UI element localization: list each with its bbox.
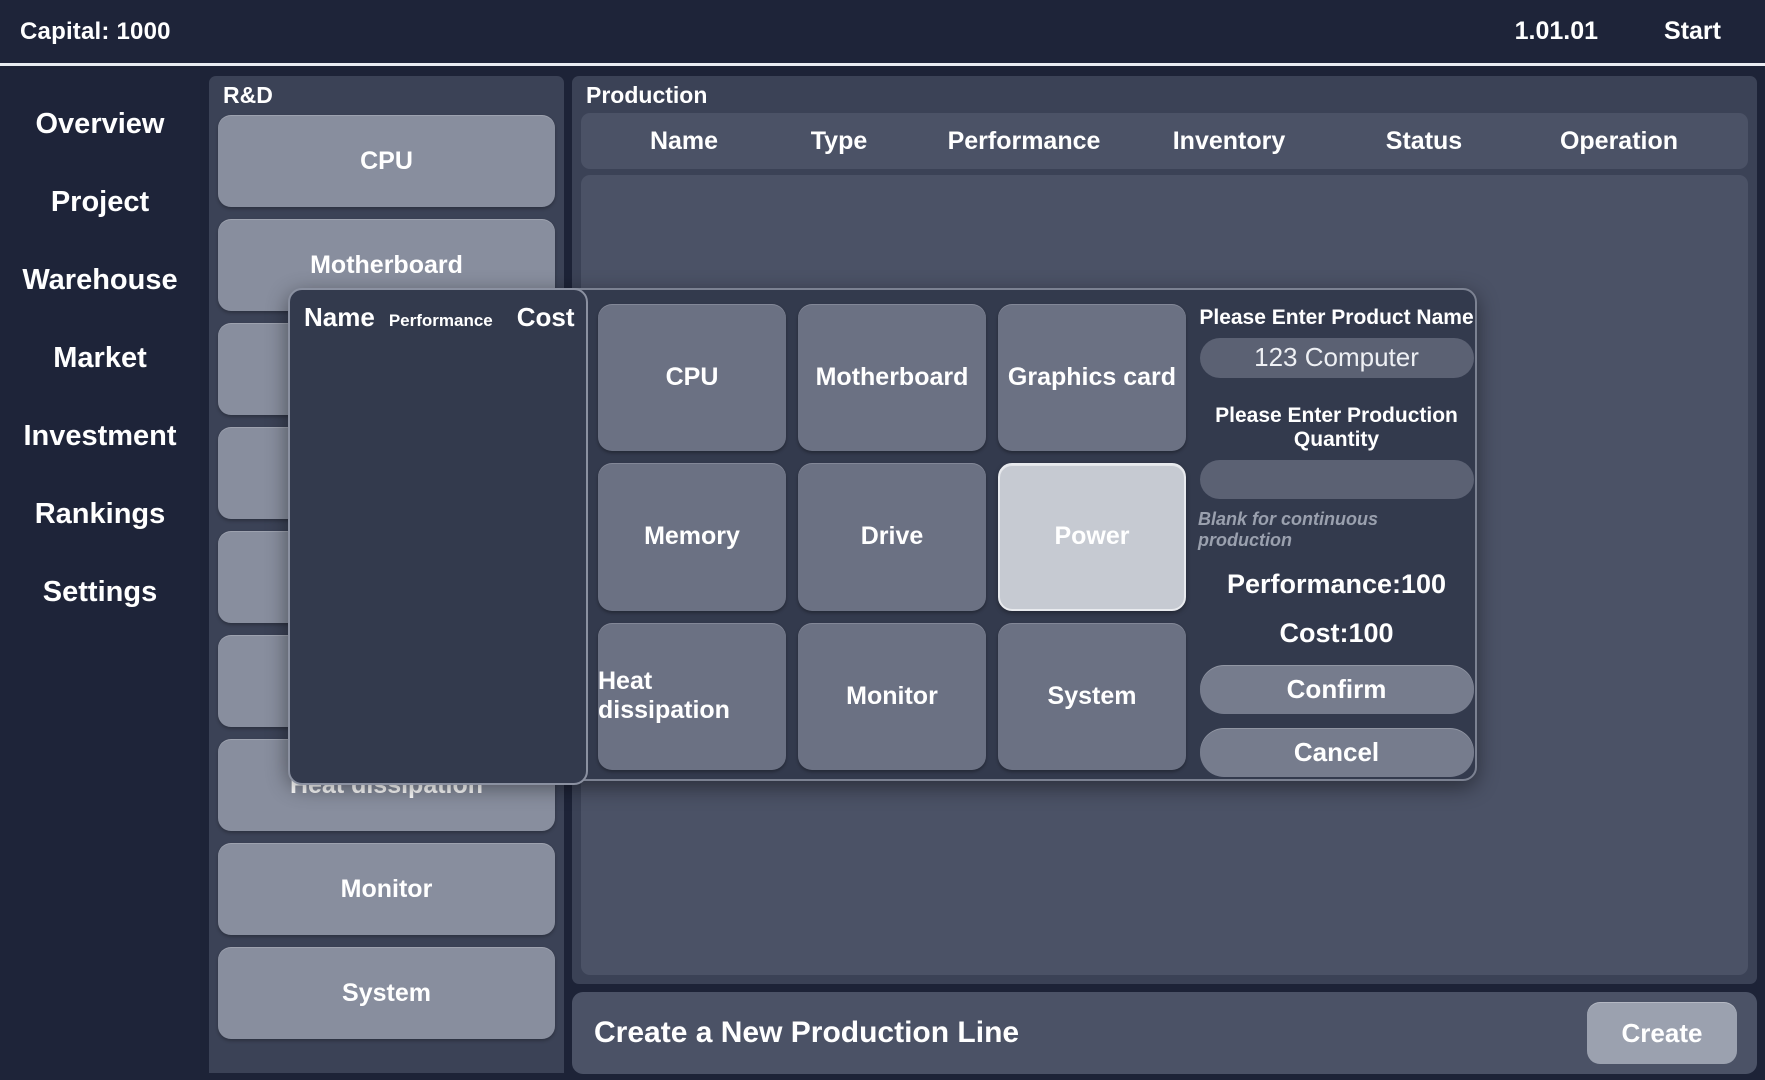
component-button-cpu[interactable]: CPU [598, 304, 786, 452]
cost-value: Cost:100 [1279, 618, 1394, 649]
sidebar-item-rankings[interactable]: Rankings [34, 497, 166, 530]
performance-value: Performance:100 [1226, 569, 1447, 600]
component-button-monitor[interactable]: Monitor [798, 622, 986, 770]
modal-col-header-performance: Performance [388, 311, 493, 330]
capital-display: Capital: 1000 [20, 17, 171, 45]
modal-component-list-panel: Name Performance Cost [288, 288, 588, 785]
sidebar-item-warehouse[interactable]: Warehouse [22, 263, 178, 296]
start-button[interactable]: Start [1664, 17, 1721, 45]
sidebar-item-investment[interactable]: Investment [23, 419, 177, 452]
create-production-line-label: Create a New Production Line [594, 1016, 1020, 1049]
sidebar: Overview Project Warehouse Market Invest… [0, 69, 200, 1080]
component-button-system[interactable]: System [998, 622, 1186, 770]
component-type-grid: CPU Motherboard Graphics card Memory Dri… [592, 298, 1192, 776]
column-header-type: Type [810, 126, 868, 155]
modal-col-header-cost: Cost [516, 302, 575, 332]
component-button-graphics-card[interactable]: Graphics card [998, 304, 1186, 452]
rd-item-monitor[interactable]: Monitor [218, 843, 555, 935]
production-quantity-label: Please Enter Production Quantity [1215, 403, 1458, 451]
production-panel-title: Production [586, 82, 708, 108]
confirm-button[interactable]: Confirm [1199, 665, 1474, 715]
rd-item-system[interactable]: System [218, 947, 555, 1039]
sidebar-item-market[interactable]: Market [53, 341, 147, 374]
component-button-power[interactable]: Power [998, 463, 1186, 611]
production-table-header: Name Type Performance Inventory Status O… [581, 113, 1748, 169]
create-production-line-bar: Create a New Production Line Create [572, 992, 1757, 1074]
component-button-heat-dissipation[interactable]: Heat dissipation [598, 622, 786, 770]
sidebar-item-project[interactable]: Project [50, 185, 150, 218]
component-button-memory[interactable]: Memory [598, 463, 786, 611]
component-button-drive[interactable]: Drive [798, 463, 986, 611]
product-name-input[interactable]: 123 Computer [1199, 338, 1474, 378]
modal-col-header-name: Name [304, 302, 375, 332]
sidebar-item-overview[interactable]: Overview [35, 107, 165, 140]
column-header-inventory: Inventory [1172, 126, 1286, 155]
column-header-performance: Performance [947, 126, 1101, 155]
product-form: Please Enter Product Name 123 Computer P… [1198, 296, 1475, 777]
product-name-label: Please Enter Product Name [1199, 306, 1474, 329]
top-bar: Capital: 1000 1.01.01 Start [0, 0, 1765, 66]
column-header-status: Status [1385, 126, 1463, 155]
modal-component-list-header: Name Performance Cost [290, 290, 586, 333]
create-product-modal: Name Performance Cost CPU Motherboard Gr… [288, 288, 1477, 785]
column-header-operation: Operation [1559, 126, 1679, 155]
column-header-name: Name [649, 126, 719, 155]
cancel-button[interactable]: Cancel [1199, 728, 1474, 777]
rd-item-cpu[interactable]: CPU [218, 115, 555, 207]
modal-component-list-body[interactable] [290, 333, 586, 753]
sidebar-item-settings[interactable]: Settings [42, 575, 158, 608]
continuous-production-hint: Blank for continuous production [1198, 509, 1378, 551]
topbar-right-group: 1.01.01 Start [1515, 17, 1765, 46]
game-date-display: 1.01.01 [1514, 17, 1599, 45]
rd-panel-title: R&D [223, 82, 273, 108]
component-button-motherboard[interactable]: Motherboard [798, 304, 986, 452]
create-button[interactable]: Create [1587, 1002, 1737, 1064]
production-quantity-input[interactable] [1199, 459, 1474, 500]
